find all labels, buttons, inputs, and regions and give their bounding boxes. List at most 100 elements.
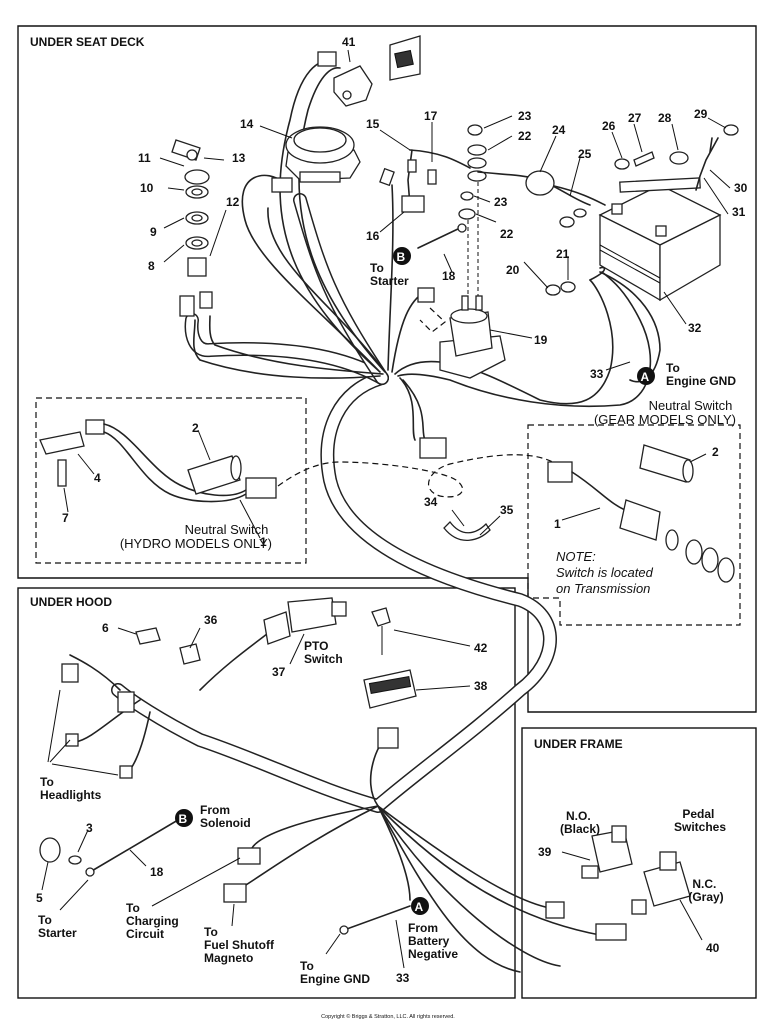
callout-6: 6 (102, 621, 109, 635)
callout-2-hydro: 2 (192, 421, 199, 435)
callout-17: 17 (424, 109, 438, 123)
callout-18-bottom: 18 (150, 865, 164, 879)
label-neutral-switch-gear: Neutral Switch (GEAR MODELS ONLY) (594, 398, 736, 427)
label-to-charging-circuit: To Charging Circuit (126, 901, 182, 941)
callout-26: 26 (602, 119, 616, 133)
seat-deck-wires (192, 60, 652, 441)
cable-18-bottom (85, 819, 179, 877)
callout-19: 19 (534, 333, 548, 347)
callout-31: 31 (732, 205, 746, 219)
battery-cable-24 (477, 170, 606, 206)
headlight-connector-4 (119, 765, 133, 779)
callout-15: 15 (366, 117, 380, 131)
key-switch-stack (171, 139, 213, 317)
callout-36: 36 (204, 613, 218, 627)
callout-16: 16 (366, 229, 380, 243)
ignition-switch-38 (363, 607, 417, 749)
clip-36 (179, 643, 201, 665)
label-to-starter-bottom: To Starter (38, 913, 77, 940)
callout-27: 27 (628, 111, 642, 125)
callout-1-gear: 1 (554, 517, 561, 531)
callout-20: 20 (506, 263, 520, 277)
cable-33-bottom (339, 905, 411, 935)
marker-b-top: B (393, 247, 411, 265)
battery-32 (598, 177, 722, 302)
neutral-link-dashed (277, 454, 563, 498)
fuse-holder-16 (379, 149, 471, 213)
main-harness (111, 193, 557, 813)
callout-5: 5 (36, 891, 43, 905)
connector-near-34 (419, 437, 447, 459)
connector-14 (271, 177, 293, 193)
callout-8: 8 (148, 259, 155, 273)
under-seat-deck-frame (17, 25, 757, 713)
label-from-battery-negative: From Battery Negative (408, 921, 458, 961)
label-from-solenoid: From Solenoid (200, 803, 251, 830)
callout-13: 13 (232, 151, 246, 165)
svg-text:A: A (641, 370, 650, 384)
label-to-fuel-shutoff: To Fuel Shutoff Magneto (204, 925, 277, 965)
ground-cable-33 (545, 208, 661, 383)
cable-18-top (417, 223, 467, 249)
fuel-shutoff-connector (223, 883, 247, 903)
bracket-34 (443, 521, 491, 541)
callout-32: 32 (688, 321, 702, 335)
callout-7: 7 (62, 511, 69, 525)
label-to-starter-top: To Starter (370, 261, 409, 288)
callout-2-gear: 2 (712, 445, 719, 459)
callout-22-mid: 22 (500, 227, 514, 241)
starter-terminal (39, 837, 82, 865)
callout-25: 25 (578, 147, 592, 161)
callout-3: 3 (86, 821, 93, 835)
callout-41: 41 (342, 35, 356, 49)
label-note: NOTE: Switch is located on Transmission (556, 549, 656, 596)
callout-23-top: 23 (518, 109, 532, 123)
label-no-black: N.O. (Black) (560, 809, 600, 836)
callout-33-bottom: 33 (396, 971, 410, 985)
under-hood-frame (17, 587, 516, 999)
headlight-connector-2 (117, 691, 135, 713)
callout-14: 14 (240, 117, 254, 131)
pto-switch-37 (263, 597, 347, 645)
marker-a-bottom: A (411, 897, 429, 915)
label-to-engine-gnd-bottom: To Engine GND (300, 959, 370, 986)
label-to-engine-gnd-top: To Engine GND (666, 361, 736, 388)
callout-21: 21 (556, 247, 570, 261)
marker-b-bottom: B (175, 809, 193, 827)
callout-12: 12 (226, 195, 240, 209)
label-pedal-switches: Pedal Switches (674, 807, 726, 834)
svg-text:B: B (179, 812, 188, 826)
callout-29: 29 (694, 107, 708, 121)
callout-10: 10 (140, 181, 154, 195)
section-title-under-frame: UNDER FRAME (534, 737, 623, 751)
callout-39: 39 (538, 845, 552, 859)
svg-text:B: B (397, 250, 406, 264)
gear-neutral-switch (547, 444, 735, 583)
callout-38: 38 (474, 679, 488, 693)
callout-34: 34 (424, 495, 438, 509)
part-14-hour-meter (285, 126, 361, 183)
callout-33-top: 33 (590, 367, 604, 381)
callout-24: 24 (552, 123, 566, 137)
headlight-connector-3 (65, 733, 79, 747)
section-title-under-hood: UNDER HOOD (30, 595, 112, 609)
callout-35: 35 (500, 503, 514, 517)
hardware-22-23 (458, 124, 487, 300)
battery-hardware (614, 124, 739, 191)
label-nc-gray: N.C. (Gray) (688, 877, 723, 904)
headlight-connector-1 (61, 663, 79, 683)
svg-text:A: A (415, 900, 424, 914)
callout-22-top: 22 (518, 129, 532, 143)
callout-28: 28 (658, 111, 672, 125)
callout-42: 42 (474, 641, 488, 655)
part-41-relay (317, 35, 421, 107)
callout-18-top: 18 (442, 269, 456, 283)
copyright-footer: Copyright © Briggs & Stratton, LLC. All … (321, 1013, 455, 1020)
callout-30: 30 (734, 181, 748, 195)
marker-a-top: A (637, 367, 655, 385)
under-frame-frame (521, 727, 757, 999)
label-to-headlights: To Headlights (40, 775, 102, 802)
callout-1-hydro: 1 (260, 535, 267, 549)
leader-lines (41, 49, 731, 969)
